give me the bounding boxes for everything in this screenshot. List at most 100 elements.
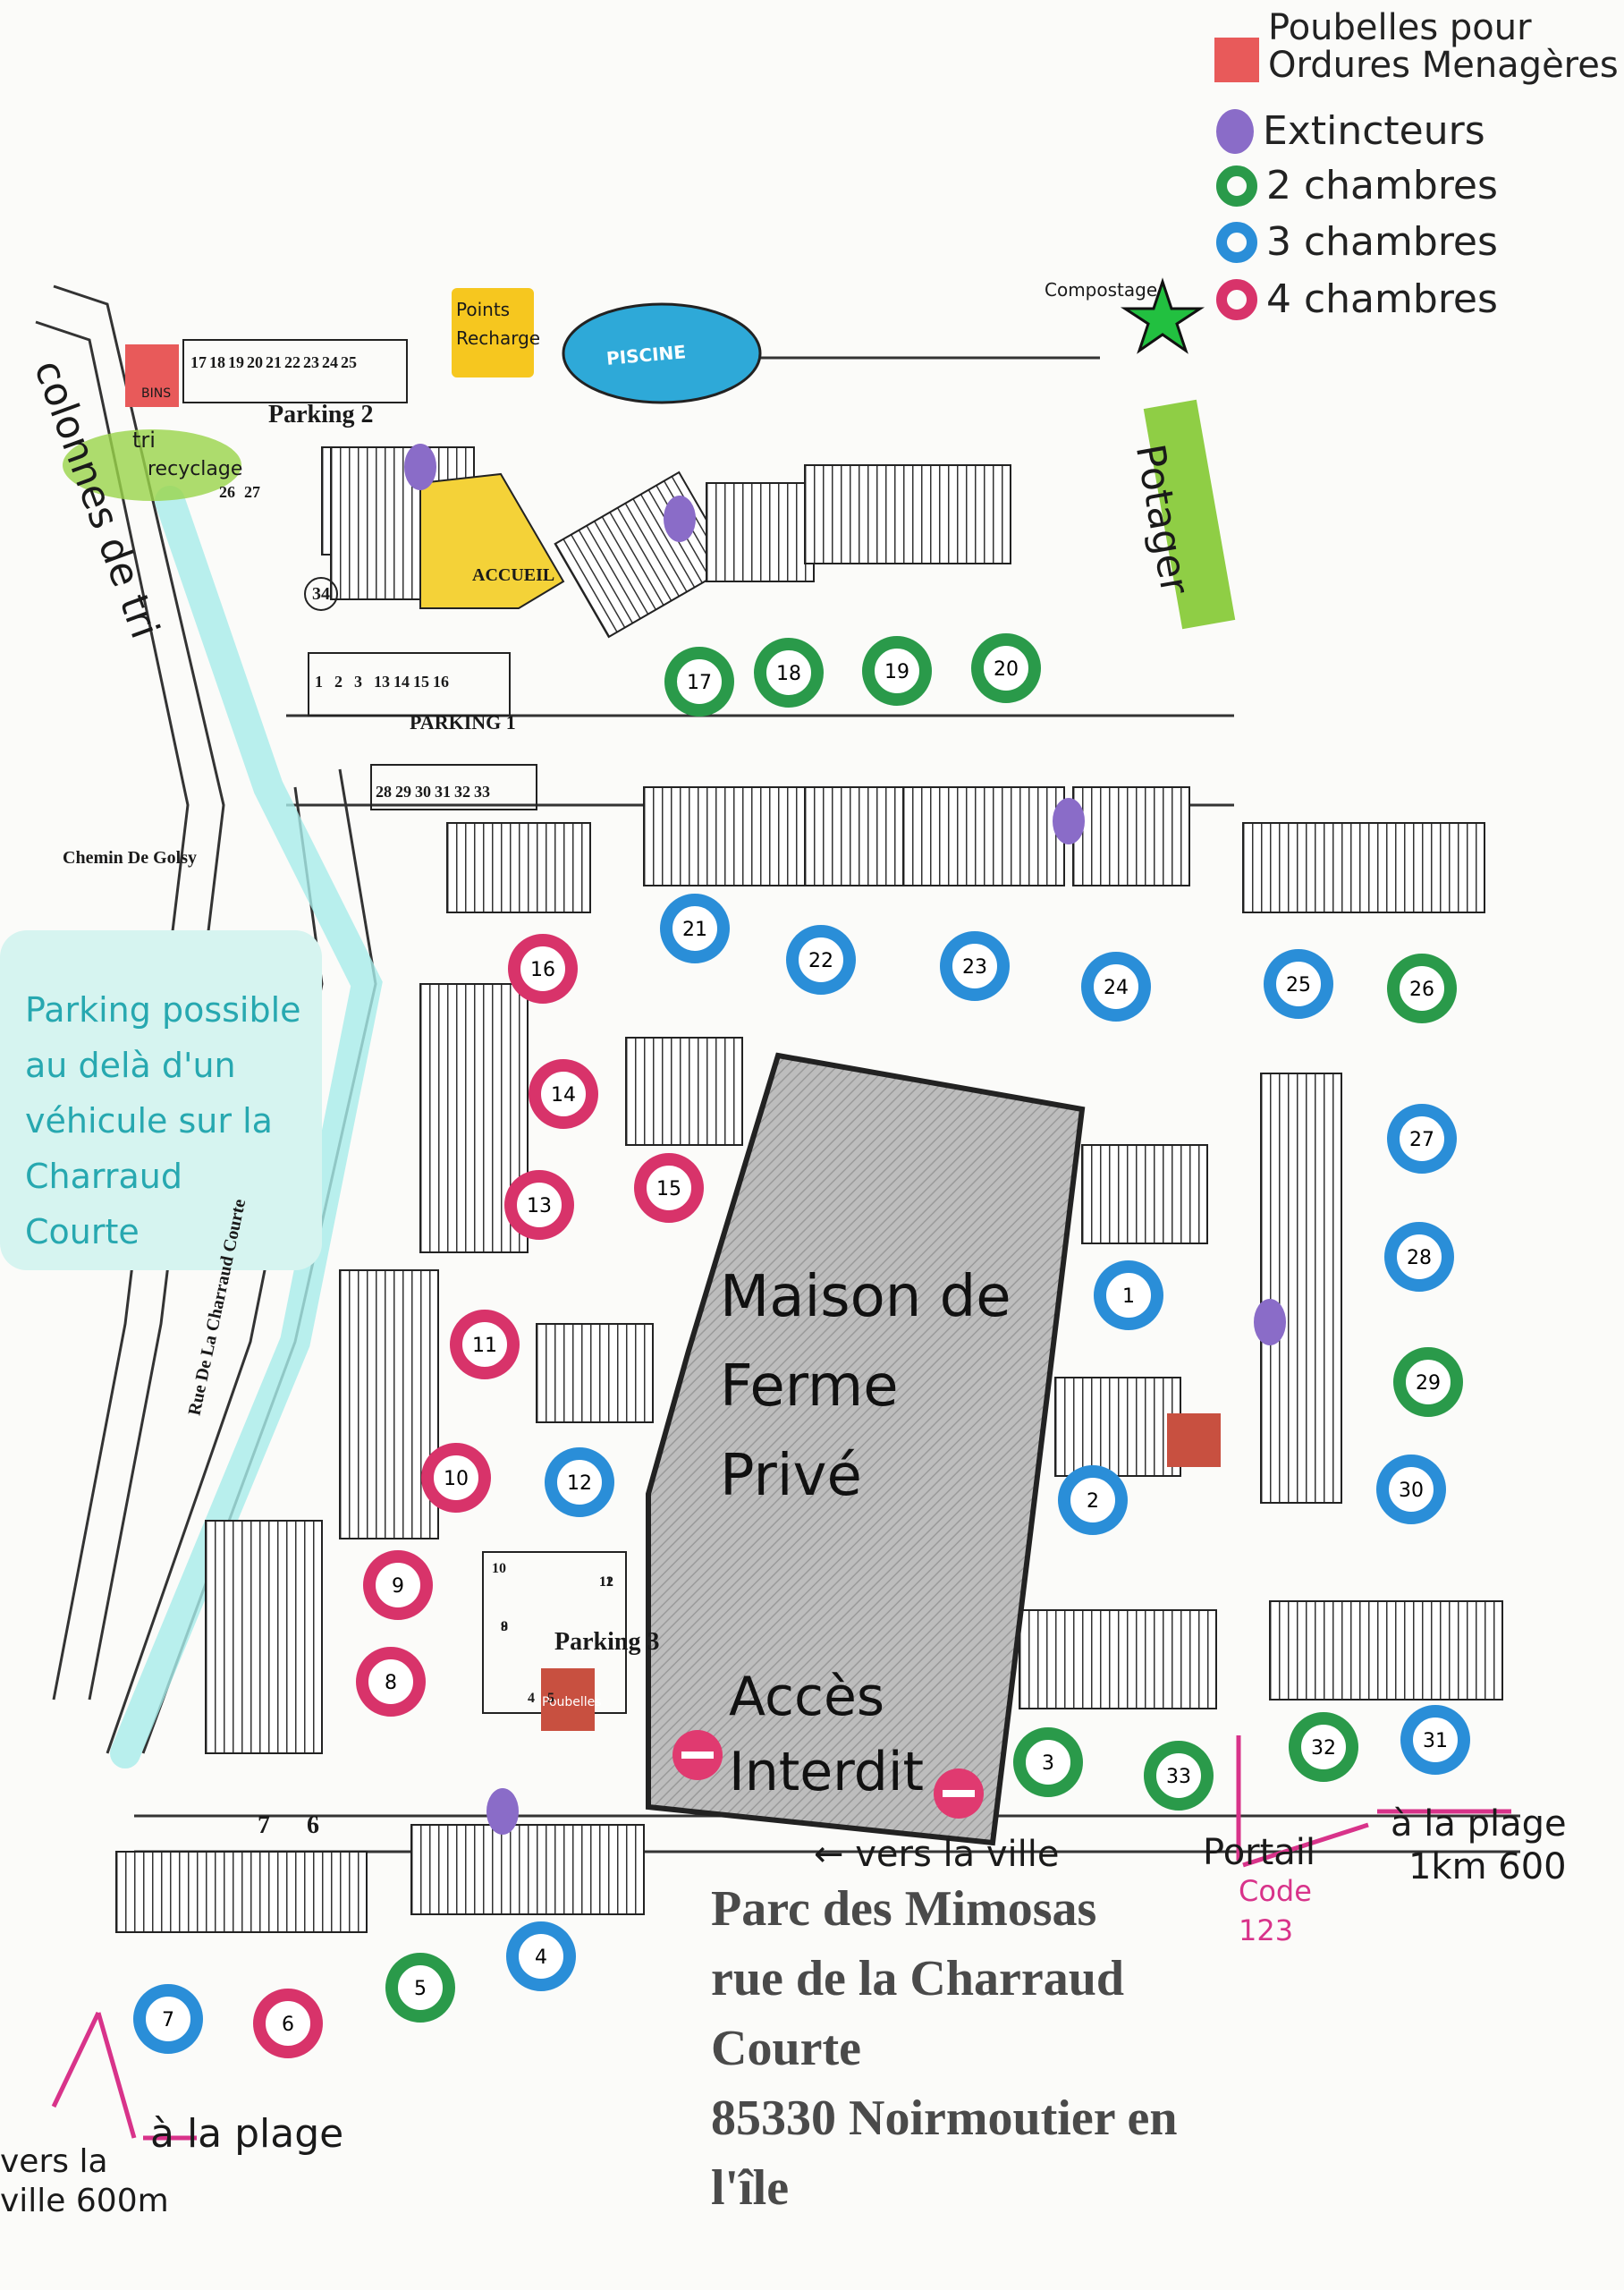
house-number: 19 [884, 661, 909, 683]
legend-blob-icon [1216, 109, 1254, 154]
house-3: 3 [1013, 1727, 1083, 1797]
house-12: 12 [545, 1447, 614, 1517]
house-32: 32 [1289, 1712, 1358, 1782]
house-16: 16 [508, 934, 578, 1004]
house-marker-ring [529, 1059, 598, 1129]
legend-label: Poubelles pour Ordures Menagères [1268, 7, 1619, 86]
house-number: 20 [994, 658, 1019, 681]
parking-number: 2 [334, 673, 343, 691]
house-marker-ring [754, 638, 824, 708]
house-7: 7 [133, 1984, 203, 2054]
parking3-label: Parking 3 [554, 1628, 660, 1656]
parking-info-text: Parking possible au delà d'un véhicule s… [25, 990, 301, 1251]
legend-label: 2 chambres [1266, 163, 1498, 208]
pool [562, 302, 762, 404]
house-number: 27 [1409, 1129, 1434, 1151]
house-number: 33 [1166, 1766, 1191, 1788]
parking-number: 20 [247, 353, 263, 371]
beach-right-label: à la plage 1km 600 [1391, 1803, 1567, 1887]
recycling-label: recyclage [148, 458, 243, 480]
house-marker-ring [133, 1984, 203, 2054]
legend-item: Poubelles pour Ordures Menagères [1214, 9, 1619, 84]
house-marker-ring [1384, 1222, 1454, 1292]
house-marker-ring [664, 647, 734, 717]
parking-number: 23 [303, 353, 319, 371]
legend-item: 4 chambres [1216, 278, 1498, 321]
house-number: 4 [535, 1946, 547, 1969]
legend-label: Extincteurs [1263, 107, 1485, 154]
legend-ring-icon [1216, 165, 1257, 208]
house-number: 30 [1399, 1480, 1424, 1502]
parking-number: 3 [354, 673, 362, 691]
house-number: 32 [1311, 1737, 1336, 1760]
house-number: 15 [656, 1178, 681, 1200]
compost-star-icon [1120, 277, 1205, 354]
parking-number: 33 [474, 783, 490, 801]
house-number: 13 [527, 1195, 552, 1217]
house-number: 17 [687, 672, 712, 694]
poubelles-label: Poubelles [542, 1695, 602, 1709]
parking-number: 18 [209, 353, 225, 371]
house-marker-ring [450, 1310, 520, 1379]
house-number: 22 [808, 950, 833, 972]
house-11: 11 [450, 1310, 520, 1379]
legend-label: 3 chambres [1266, 219, 1498, 265]
parking-number: 31 [435, 783, 451, 801]
trash-bin-right [1167, 1413, 1221, 1467]
house-number: 3 [1042, 1752, 1054, 1775]
house-number: 21 [682, 919, 707, 941]
to-town-label: ← vers la ville [814, 1834, 1060, 1875]
house-marker-ring [504, 1170, 574, 1240]
no-entry-signs [672, 1730, 984, 1819]
house-marker-ring [363, 1550, 433, 1620]
tri-label: tri [132, 428, 156, 453]
charging-points [452, 288, 534, 377]
house-number: 28 [1407, 1247, 1432, 1269]
house-2: 2 [1058, 1465, 1128, 1535]
house-number: 7 [162, 2009, 174, 2031]
direction-arrows [51, 1735, 1511, 2141]
house-number: 11 [472, 1335, 497, 1357]
house-number: 23 [962, 956, 987, 979]
parking-number: 32 [454, 783, 470, 801]
house-number: 14 [551, 1084, 576, 1107]
house-marker-ring [385, 1953, 455, 2023]
house-marker-ring [506, 1921, 576, 1991]
house-number: 12 [567, 1472, 592, 1495]
parking1-label: PARKING 1 [410, 711, 516, 734]
house-marker-ring [1289, 1712, 1358, 1782]
house-19: 19 [862, 636, 932, 706]
house-4: 4 [506, 1921, 576, 1991]
house-marker-ring [508, 934, 578, 1004]
house-marker-ring [356, 1647, 426, 1717]
parking-number-34: 34 [304, 577, 338, 611]
house-marker-ring [1058, 1465, 1128, 1535]
house-8: 8 [356, 1647, 426, 1717]
parking-number: 11 [599, 1574, 613, 1590]
house-marker-ring [1144, 1741, 1214, 1811]
house-17: 17 [664, 647, 734, 717]
house-18: 18 [754, 638, 824, 708]
house-marker-ring [1387, 954, 1457, 1023]
house-number: 1 [1122, 1285, 1135, 1308]
house-number: 26 [1409, 979, 1434, 1001]
house-23: 23 [940, 931, 1010, 1001]
legend-item: 2 chambres [1216, 163, 1498, 208]
house-29: 29 [1393, 1347, 1463, 1417]
house-26: 26 [1387, 954, 1457, 1023]
house-1: 1 [1094, 1260, 1163, 1330]
house-33: 33 [1144, 1741, 1214, 1811]
charging-label: Points Recharge [456, 299, 541, 349]
private-farmhouse [646, 1052, 1086, 1846]
recycling-area [63, 429, 241, 501]
parking-number: 19 [228, 353, 244, 371]
vegetable-garden [1143, 399, 1236, 630]
house-marker-ring [862, 636, 932, 706]
parking-zone-highlight [110, 486, 383, 1768]
parking-number: 27 [244, 483, 260, 501]
house-marker-ring [1393, 1347, 1463, 1417]
parking-number: 1 [315, 673, 323, 691]
trash-bin-parking3 [541, 1668, 595, 1731]
